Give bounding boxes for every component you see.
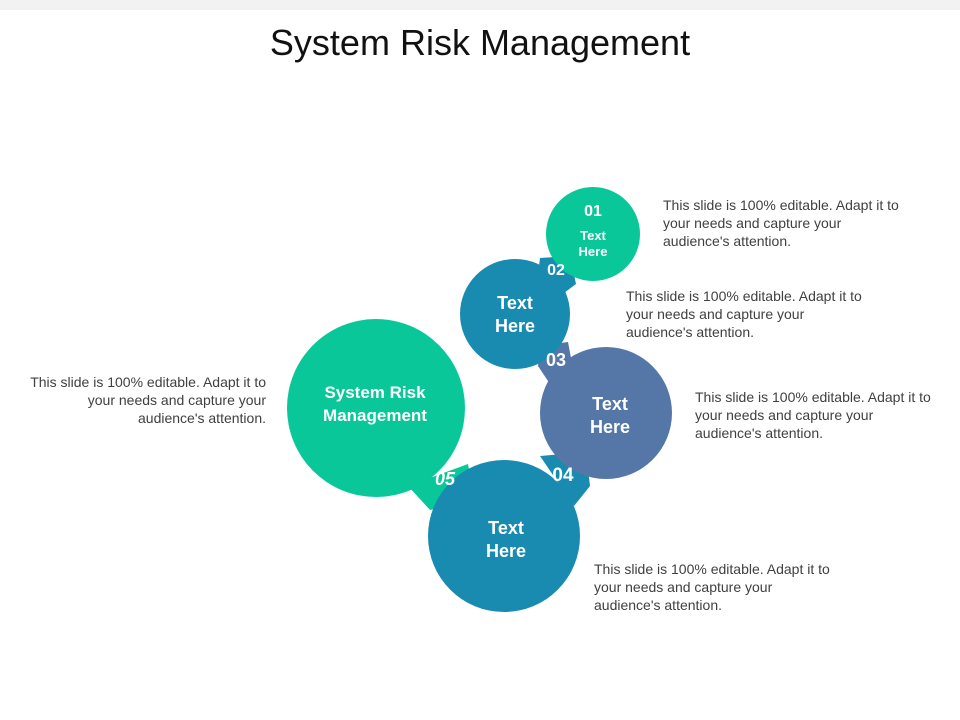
- step-04-label: Text Here: [485, 518, 527, 561]
- circle-03: [538, 342, 672, 479]
- step-02-number: 02: [547, 262, 565, 279]
- step-01-description: This slide is 100% editable. Adapt it to…: [663, 197, 899, 249]
- step-03-description: This slide is 100% editable. Adapt it to…: [695, 389, 931, 441]
- circle-02: [460, 256, 576, 369]
- step-03-number: 03: [545, 350, 567, 370]
- circle-01: [546, 187, 640, 281]
- step-05-label: System Risk Management: [323, 383, 427, 425]
- top-bar: [0, 0, 960, 10]
- step-03-label: Text Here: [589, 394, 631, 437]
- step-05-description: This slide is 100% editable. Adapt it to…: [30, 374, 266, 426]
- step-01-number: 01: [584, 203, 602, 220]
- slide-title: System Risk Management: [269, 22, 691, 63]
- step-02-description: This slide is 100% editable. Adapt it to…: [626, 288, 862, 340]
- step-04-description: This slide is 100% editable. Adapt it to…: [594, 561, 830, 613]
- step-04-number: 04: [552, 465, 574, 486]
- step-01-label: Text Here: [578, 228, 608, 259]
- step-05-number: 05: [434, 469, 456, 489]
- step-02-label: Text Here: [494, 293, 536, 336]
